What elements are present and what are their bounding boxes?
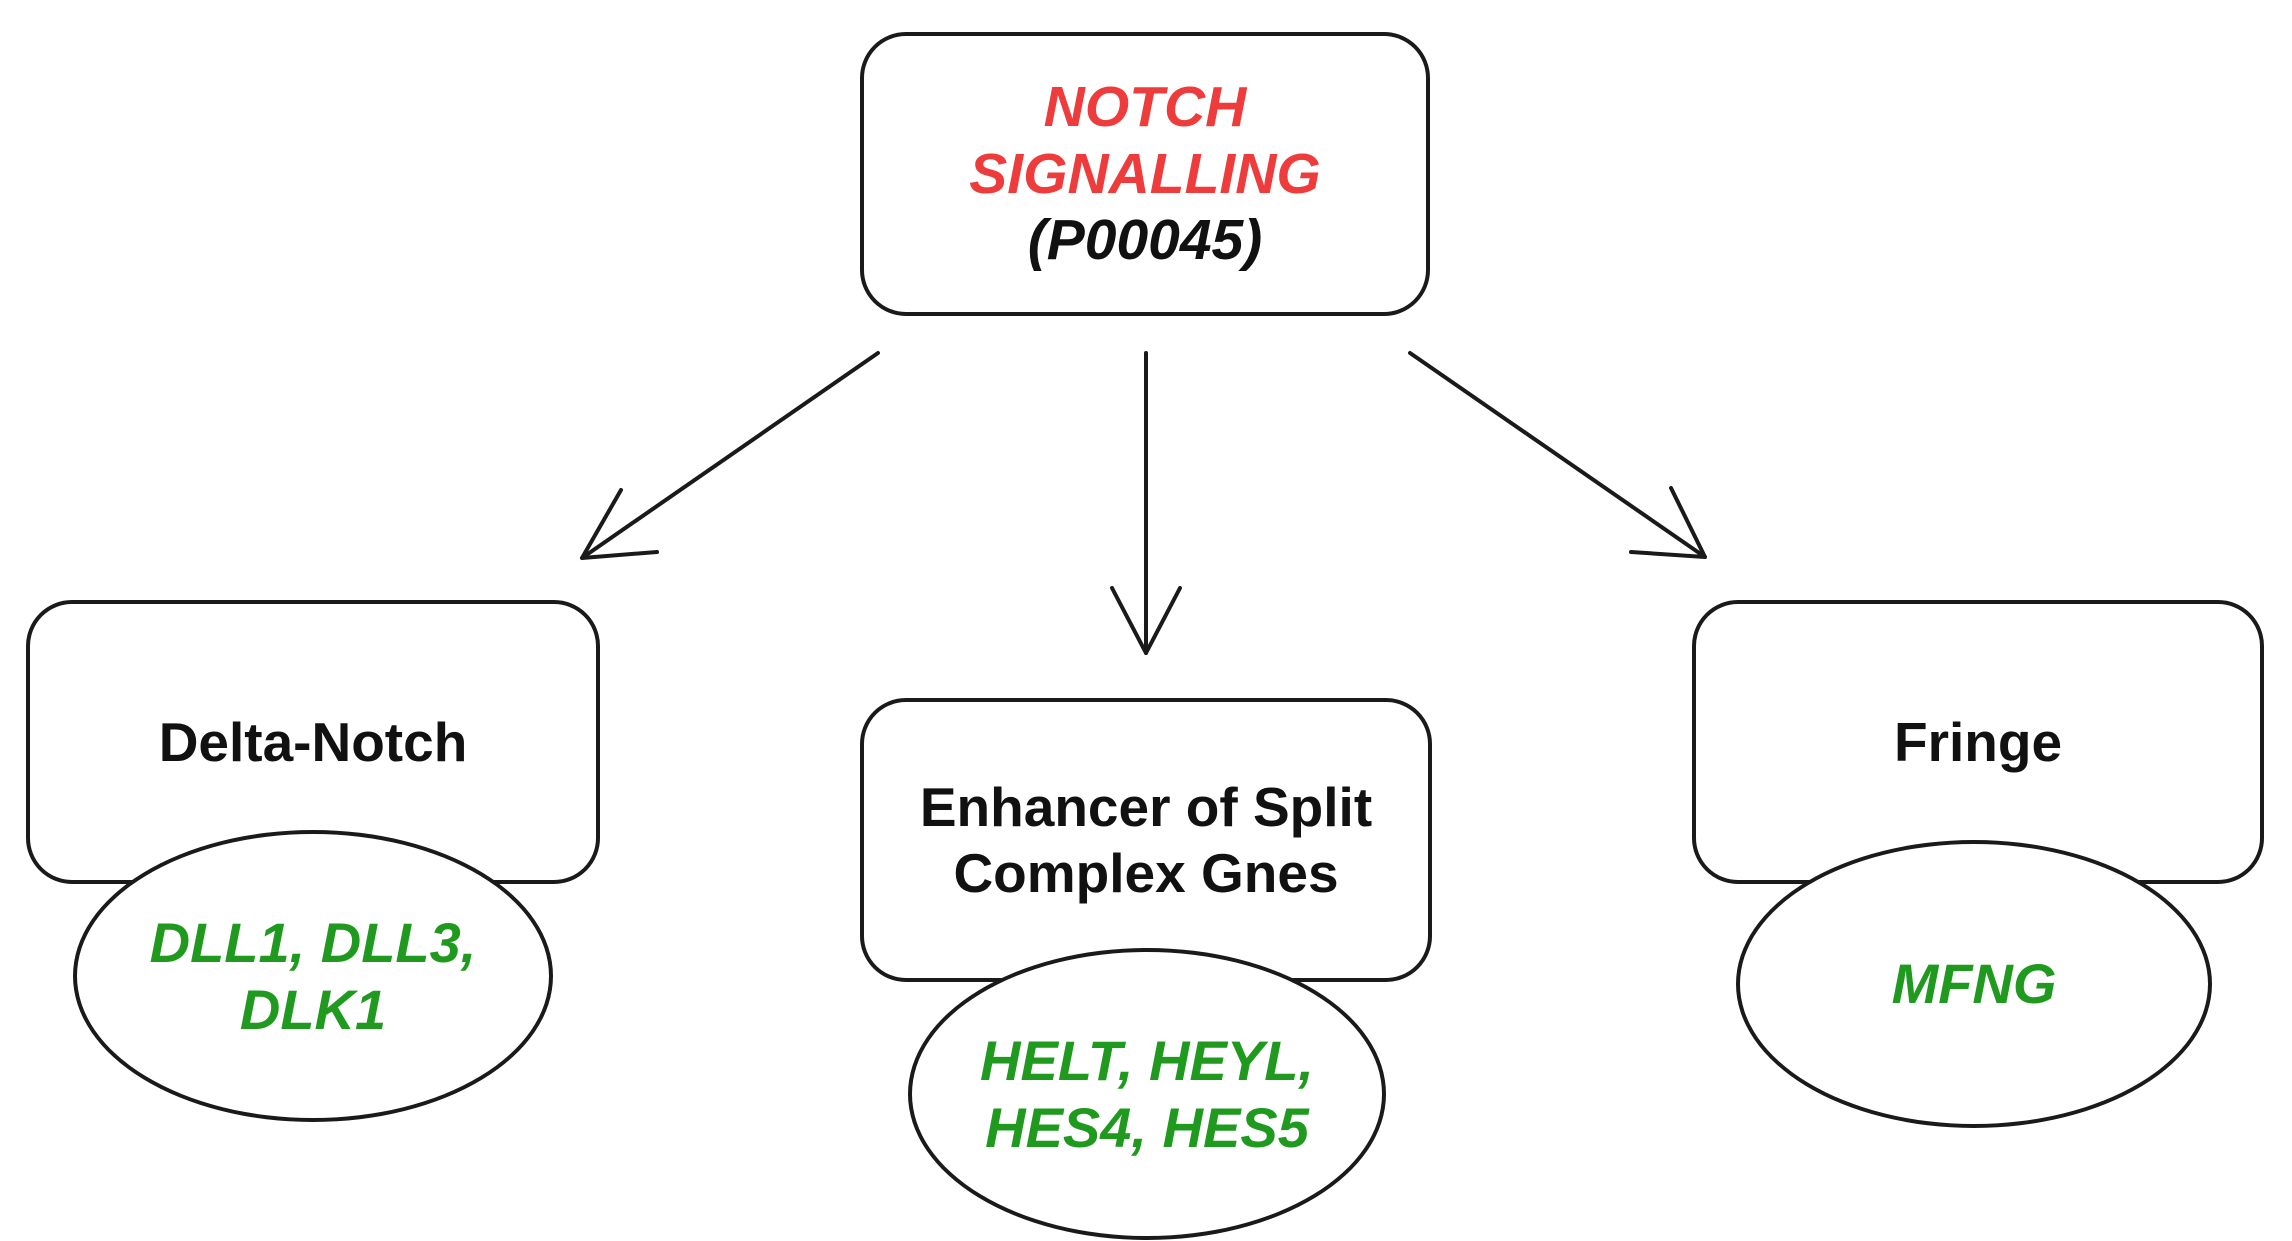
category-label-line-1: Enhancer of Split — [919, 776, 1373, 838]
root-title-line-1: NOTCH — [1043, 74, 1247, 139]
arrowhead-delta-notch — [580, 488, 659, 560]
arrow-to-fringe — [1408, 351, 1707, 559]
gene-line-1: HELT, HEYL, — [980, 1028, 1314, 1092]
gene-list-delta-notch: DLL1, DLL3, DLK1 — [73, 830, 553, 1122]
gene-list-fringe: MFNG — [1736, 840, 2212, 1128]
root-title-line-2: SIGNALLING — [969, 141, 1321, 206]
category-node-enhancer-of-split: Enhancer of Split Complex Gnes — [860, 698, 1432, 982]
gene-line-2: HES4, HES5 — [985, 1096, 1309, 1159]
arrowhead-fringe — [1629, 486, 1707, 559]
category-node-fringe: Fringe — [1692, 600, 2264, 884]
arrowhead-enhancer-of-split — [1110, 586, 1182, 655]
category-label-line-2: Complex Gnes — [953, 842, 1339, 904]
gene-list-enhancer-of-split: HELT, HEYL, HES4, HES5 — [908, 948, 1386, 1240]
arrow-to-delta-notch — [580, 351, 880, 560]
gene-line-2: DLK1 — [239, 978, 387, 1041]
gene-line-1: DLL1, DLL3, — [149, 910, 477, 974]
gene-line-1: MFNG — [1891, 952, 2057, 1016]
root-node-notch-signalling: NOTCH SIGNALLING (P00045) — [860, 32, 1430, 316]
category-label: Delta-Notch — [158, 711, 468, 773]
category-label: Fringe — [1893, 711, 2063, 773]
root-pathway-id: (P00045) — [1027, 208, 1263, 273]
